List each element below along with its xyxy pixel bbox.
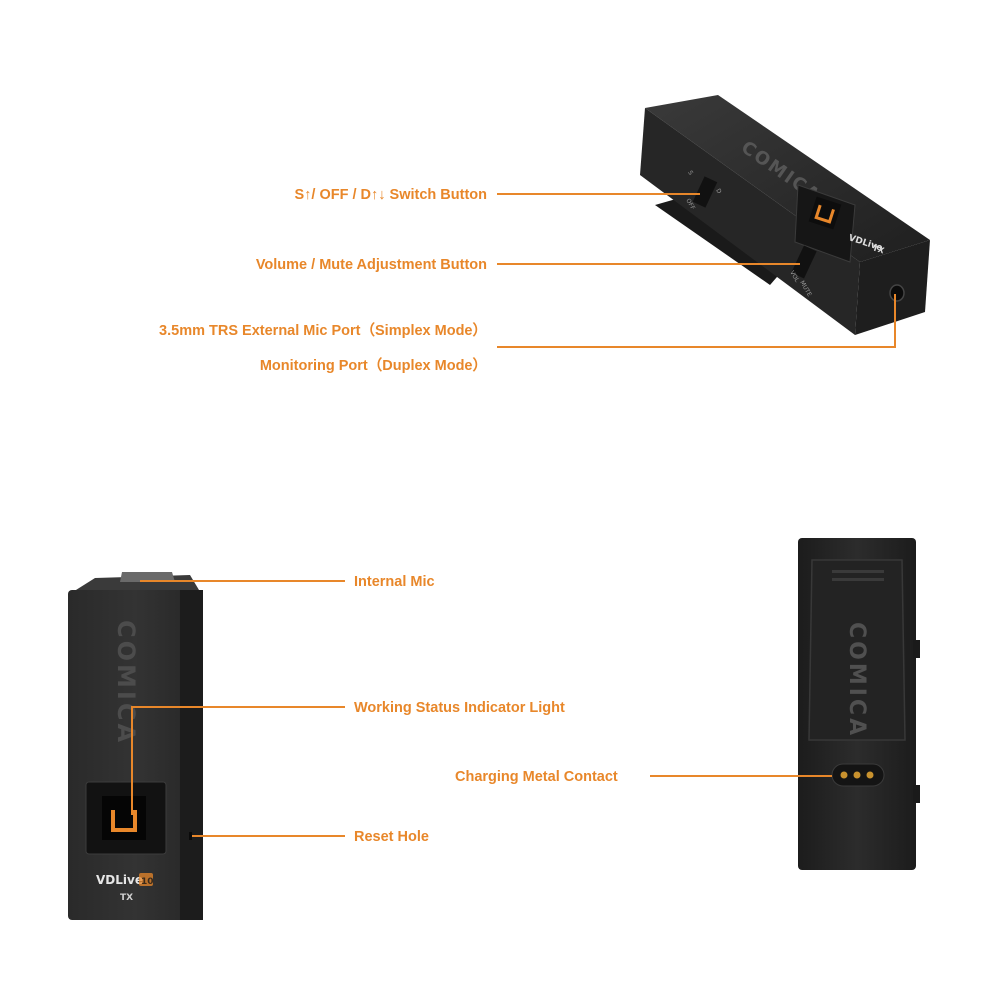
- front-device-model: VDLive: [96, 873, 143, 887]
- label-switch-button: S↑/ OFF / D↑↓ Switch Button: [294, 187, 487, 203]
- front-device-brand: COMICA: [112, 620, 140, 745]
- label-monitoring-port: Monitoring Port（Duplex Mode）: [259, 358, 487, 374]
- front-device-badge: 10: [141, 877, 154, 887]
- label-mic-port: 3.5mm TRS External Mic Port（Simplex Mode…: [159, 323, 487, 339]
- volume-button: [791, 245, 817, 279]
- charging-contact-pin: [840, 771, 848, 779]
- top-device-unit: TX: [871, 243, 886, 255]
- mic-port: [889, 284, 905, 302]
- leader-port: [497, 294, 896, 348]
- back-device-brand: COMICA: [844, 622, 869, 738]
- label-status-light: Working Status Indicator Light: [354, 700, 565, 716]
- front-device: COMICA VDLive 10 TX: [68, 572, 203, 920]
- label-internal-mic: Internal Mic: [354, 574, 435, 590]
- back-device: COMICA: [798, 538, 920, 870]
- reset-hole: [189, 832, 192, 840]
- charging-contact-pin: [866, 771, 874, 779]
- label-reset-hole: Reset Hole: [354, 829, 429, 845]
- leader-status-light: [131, 706, 345, 815]
- top-device: COMICA VDLive TX S OFF D VOL MUTE: [640, 95, 930, 335]
- leader-lines: [131, 193, 896, 837]
- charging-contact-pin: [853, 771, 861, 779]
- switch-button: [692, 176, 718, 208]
- indicator-icon: [814, 204, 835, 224]
- label-charging-contact: Charging Metal Contact: [455, 769, 618, 785]
- label-volume-button: Volume / Mute Adjustment Button: [255, 257, 487, 273]
- switch-mark-s: S: [686, 170, 694, 177]
- front-indicator-icon: [111, 810, 137, 832]
- switch-mark-d: D: [714, 188, 723, 196]
- front-device-unit: TX: [120, 893, 133, 903]
